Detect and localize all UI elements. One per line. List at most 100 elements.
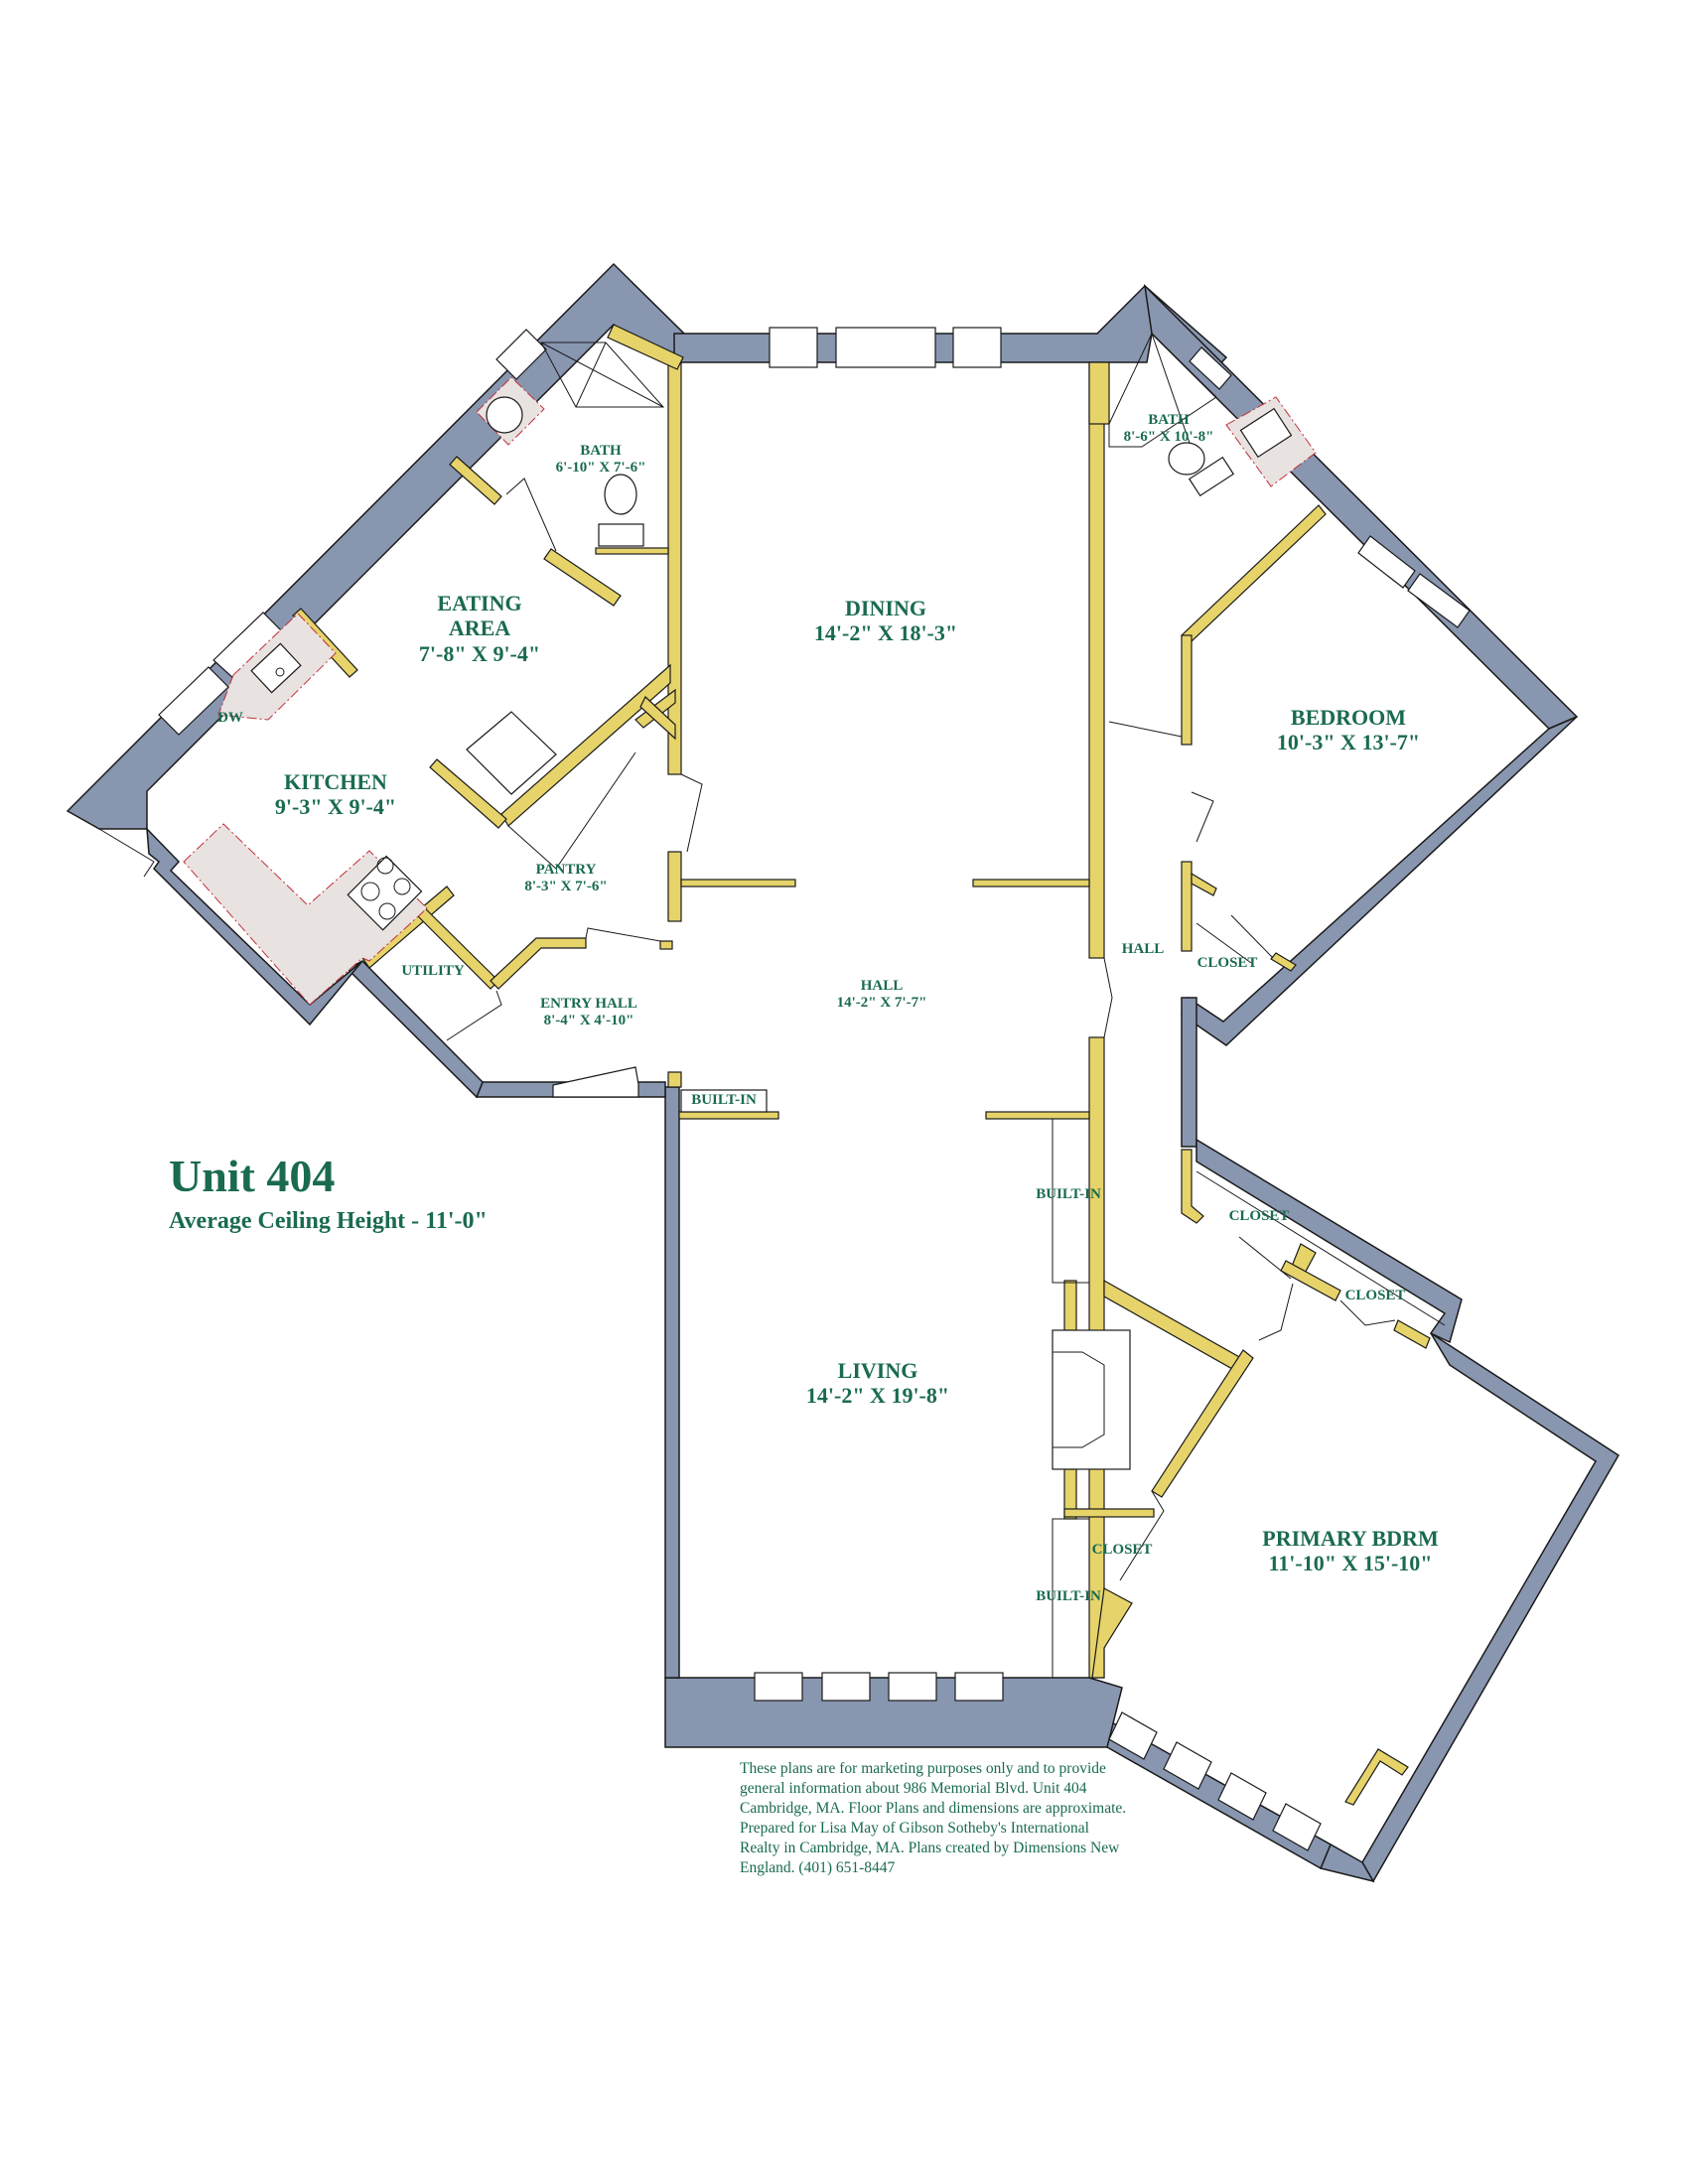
room-dimensions: 8'-6" X 10'-8" [1123, 429, 1214, 446]
exterior-wall-closet-northeast [1196, 1138, 1463, 1344]
kitchen-counter-l [183, 823, 428, 1006]
room-dimensions: 14'-2" X 7'-7" [836, 995, 927, 1012]
room-label-utility: UTILITY [401, 963, 464, 980]
room-dimensions: 14'-2" X 18'-3" [813, 620, 958, 646]
room-label-hall-right: HALL [1122, 941, 1165, 958]
built-in-cabinet-entry [680, 1089, 768, 1113]
window [888, 1672, 937, 1702]
interior-walls [292, 324, 1431, 1806]
toilet-icon [1168, 442, 1205, 476]
interior-wall [1181, 634, 1193, 746]
window [1163, 1741, 1212, 1790]
door-entry-pantry[interactable] [585, 927, 661, 942]
window [1272, 1803, 1322, 1851]
exterior-wall-entry-southwest [346, 960, 484, 1099]
burner-icon [376, 857, 394, 875]
room-name: BATH [1148, 412, 1190, 428]
exterior-walls [66, 262, 1620, 1883]
door-hall-closet[interactable] [1238, 1236, 1292, 1280]
fireplace [1052, 1329, 1131, 1470]
burner-icon [378, 902, 396, 920]
exterior-wall-primary-east [1361, 1332, 1620, 1883]
room-dimensions: 10'-3" X 13'-7" [1276, 730, 1421, 755]
room-name: EATING [437, 591, 522, 615]
sink-icon [1239, 407, 1293, 459]
disclaimer-text: These plans are for marketing purposes o… [740, 1760, 1127, 1876]
door-primary-closet[interactable] [1339, 1299, 1396, 1326]
door-bath-right[interactable] [1108, 721, 1183, 738]
toilet-tank-icon [1188, 456, 1235, 497]
window [1189, 346, 1232, 390]
closet-name: CLOSET [1091, 1542, 1153, 1558]
room-label-bath-right: BATH 8'-6" X 10'-8" [1124, 412, 1214, 447]
interior-wall [490, 937, 587, 990]
builtin-name: BUILT-IN [1036, 1588, 1101, 1604]
closet-label-hall: CLOSET [1229, 1208, 1290, 1225]
door-bath-left[interactable] [505, 478, 557, 552]
unit-title: Unit 404 [169, 1151, 336, 1201]
room-label-bath-left: BATH 6'-10" X 7'-6" [556, 443, 646, 478]
room-name: LIVING [837, 1358, 918, 1383]
interior-wall [667, 361, 682, 775]
built-in-cabinet-living-lower [1052, 1518, 1090, 1679]
door-pantry[interactable] [680, 773, 703, 853]
room-dimensions: 9'-3" X 9'-4" [274, 794, 397, 820]
room-dimensions: 7'-8" X 9'-4" [418, 640, 541, 666]
window [952, 327, 1002, 368]
interior-wall [1191, 872, 1217, 896]
builtin-label-entry: BUILT-IN [691, 1092, 757, 1109]
room-dimensions: 8'-3" X 7'-6" [524, 879, 608, 895]
window [754, 1672, 803, 1702]
room-dimensions: 14'-2" X 19'-8" [805, 1383, 950, 1409]
shower-line [1151, 333, 1193, 450]
door-kitchen-exterior[interactable] [98, 828, 155, 878]
room-name: HALL [860, 978, 904, 994]
door-living-closet[interactable] [1119, 1490, 1165, 1581]
stove-icon [347, 855, 423, 931]
shower-line [540, 341, 664, 408]
door-utility[interactable] [446, 990, 502, 1041]
interior-wall [667, 851, 682, 922]
door-bedroom[interactable] [1191, 791, 1214, 843]
room-label-living: LIVING 14'-2" X 19'-8" [806, 1358, 949, 1409]
window [495, 329, 547, 380]
room-name: BATH [580, 443, 622, 459]
toilet-icon [604, 474, 637, 515]
room-label-primary-bedroom: PRIMARY BDRM 11'-10" X 15'-10" [1262, 1526, 1438, 1576]
dishwasher-label: DW [217, 710, 243, 727]
room-name: BEDROOM [1290, 705, 1407, 730]
room-name: HALL [1121, 941, 1165, 957]
entry-door[interactable] [552, 1066, 639, 1098]
window [1108, 1711, 1158, 1760]
interior-wall [1181, 861, 1193, 952]
closet-label-living: CLOSET [1092, 1542, 1153, 1559]
sink-icon [486, 396, 523, 434]
built-ins [680, 1089, 1131, 1679]
room-label-hall-center: HALL 14'-2" X 7'-7" [837, 978, 927, 1013]
room-label-bedroom: BEDROOM 10'-3" X 13'-7" [1277, 705, 1420, 755]
interior-wall [449, 456, 502, 505]
door-primary[interactable] [1258, 1283, 1294, 1341]
exterior-wall-hall-east [1181, 997, 1197, 1148]
interior-wall [500, 663, 671, 827]
kitchen-fixtures [183, 613, 636, 1006]
door-hall-living[interactable] [1103, 957, 1113, 1038]
interior-wall [1088, 361, 1110, 425]
window [821, 1672, 871, 1702]
appliance-name: DW [217, 710, 243, 726]
room-label-pantry: PANTRY 8'-3" X 7'-6" [524, 862, 607, 896]
fireplace-hearth [1053, 1351, 1105, 1448]
window [954, 1672, 1004, 1702]
window [835, 327, 936, 368]
room-label-dining: DINING 14'-2" X 18'-3" [814, 596, 957, 646]
burner-icon [393, 878, 411, 895]
exterior-wall-northeast [1143, 283, 1579, 730]
interior-wall [1344, 1748, 1409, 1806]
interior-wall [607, 324, 684, 370]
doors[interactable] [98, 478, 1396, 1581]
interior-wall [639, 696, 676, 741]
room-name: PANTRY [535, 862, 597, 878]
door-bedroom-closet[interactable] [1230, 914, 1274, 959]
room-label-kitchen: KITCHEN 9'-3" X 9'-4" [275, 769, 396, 820]
